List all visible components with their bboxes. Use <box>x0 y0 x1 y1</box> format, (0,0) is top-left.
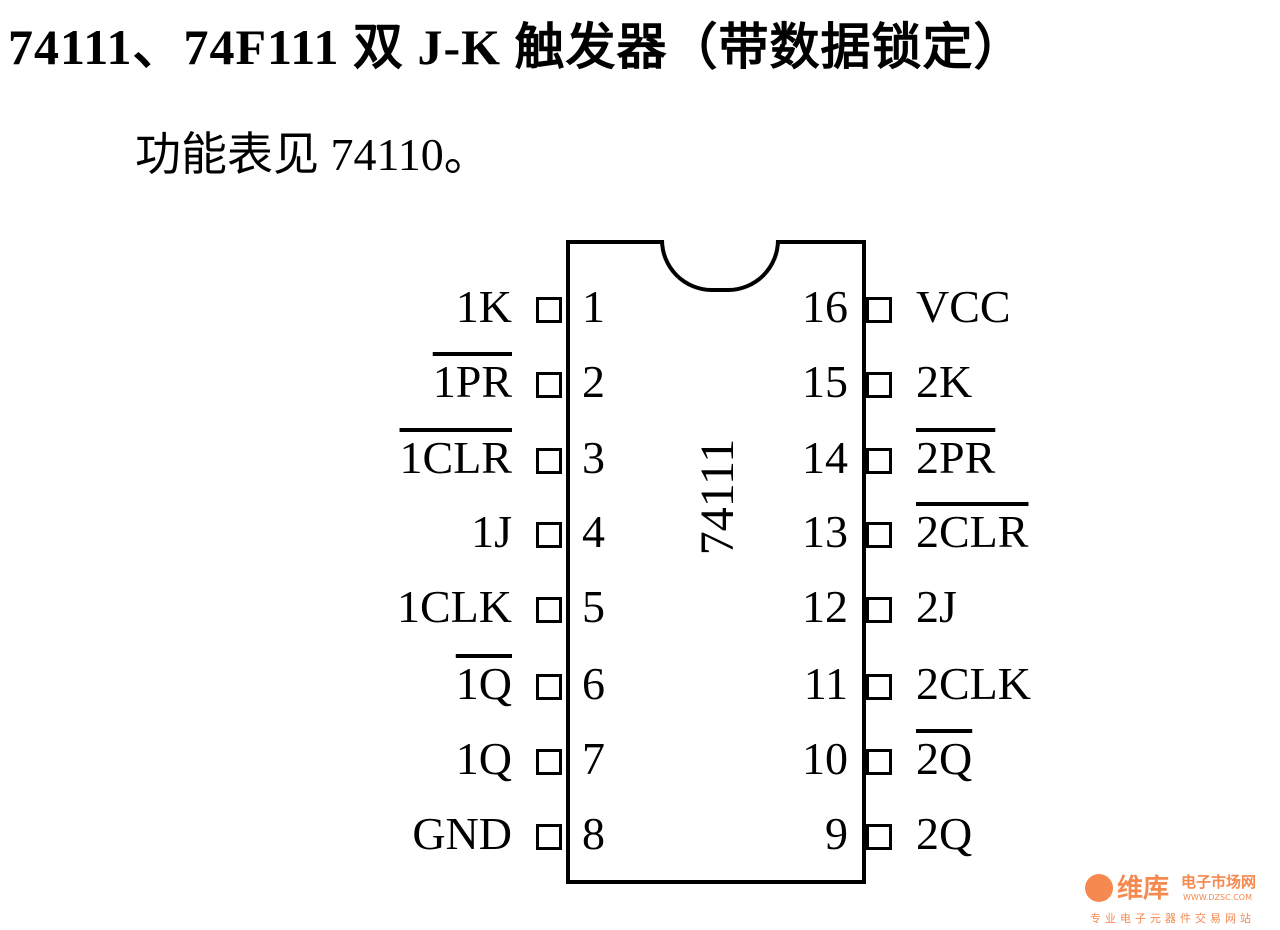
pin-pad <box>866 749 892 775</box>
pin-label: 1Q <box>455 733 512 784</box>
pin-number: 1 <box>582 281 605 332</box>
pin-pad <box>536 597 562 623</box>
pin-label: 1CLR <box>399 432 512 483</box>
pin-label: 2CLK <box>916 658 1031 709</box>
pin-number: 8 <box>582 808 605 859</box>
pin-label: 2J <box>916 581 957 632</box>
subtitle: 功能表见 74110。 <box>135 129 490 180</box>
watermark-site-name: 电子市场网 <box>1181 873 1257 891</box>
pin-number: 14 <box>802 432 848 483</box>
pin-pad <box>536 522 562 548</box>
pin-number: 9 <box>825 808 848 859</box>
pin-pad <box>536 749 562 775</box>
pin-pad <box>866 824 892 850</box>
pin-pad <box>866 448 892 474</box>
pin-number: 16 <box>802 281 848 332</box>
watermark-url: WWW.DZSC.COM <box>1183 893 1252 902</box>
pin-label: 2Q <box>916 733 973 784</box>
pin-label: 2K <box>916 356 973 407</box>
pin-pad <box>866 597 892 623</box>
pin-number: 4 <box>582 506 605 557</box>
pin-label: 2Q <box>916 808 973 859</box>
watermark: 维库 电子市场网 WWW.DZSC.COM 专业电子元器件交易网站 <box>1085 874 1275 928</box>
pin-pad <box>536 297 562 323</box>
chip-body <box>566 240 866 884</box>
pin-label: 1J <box>471 506 512 557</box>
pin-label: 1CLK <box>397 581 512 632</box>
pin-number: 7 <box>582 733 605 784</box>
pin-number: 5 <box>582 581 605 632</box>
pin-number: 15 <box>802 356 848 407</box>
pin-number: 2 <box>582 356 605 407</box>
chip-label: 74111 <box>691 438 744 556</box>
watermark-logo-icon <box>1085 874 1113 902</box>
pin-label: 1PR <box>432 356 512 407</box>
pin-label: VCC <box>916 281 1011 332</box>
pin-label: 2CLR <box>916 506 1029 557</box>
pin-number: 11 <box>803 658 848 709</box>
pin-pad <box>866 372 892 398</box>
pin-label: GND <box>412 808 512 859</box>
pin-pad <box>866 297 892 323</box>
pin-number: 13 <box>802 506 848 557</box>
pin-number: 12 <box>802 581 848 632</box>
pin-number: 6 <box>582 658 605 709</box>
pin-label: 2PR <box>916 432 996 483</box>
pin-pad <box>536 448 562 474</box>
pin-number: 10 <box>802 733 848 784</box>
pin-pad <box>536 372 562 398</box>
pin-pad <box>866 674 892 700</box>
pin-number: 3 <box>582 432 605 483</box>
pin-pad <box>536 674 562 700</box>
pin-label: 1K <box>455 281 512 332</box>
watermark-brand: 维库 <box>1117 874 1170 904</box>
pin-pad <box>536 824 562 850</box>
pin-pad <box>866 522 892 548</box>
watermark-slogan: 专业电子元器件交易网站 <box>1090 912 1255 925</box>
page-title: 74111、74F111 双 J-K 触发器（带数据锁定） <box>8 19 1025 75</box>
pin-label: 1Q <box>455 658 512 709</box>
